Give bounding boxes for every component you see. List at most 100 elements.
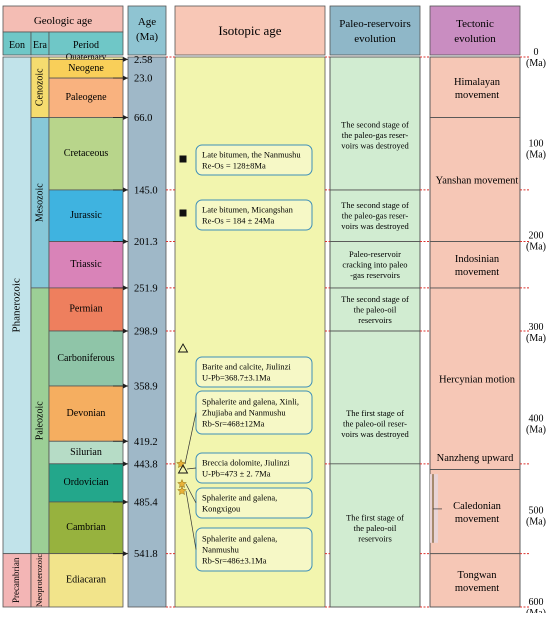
age-arrow-head [123, 551, 128, 557]
isotopic-text: Sphalerite and galena, [202, 493, 277, 503]
axis-tick-unit: (Ma) [526, 58, 546, 69]
period-label: Cambrian [66, 522, 105, 533]
period-label: Ordovician [64, 477, 109, 488]
paleo-text: the paleo-gas reser- [342, 130, 409, 140]
isotopic-connector [185, 483, 197, 504]
period-cell [48, 117, 124, 191]
period-label: Paleogene [65, 92, 107, 103]
axis-tick-unit: (Ma) [526, 425, 546, 436]
axis-tick-label: 300 [529, 322, 544, 333]
isotopic-connector [185, 490, 197, 550]
tectonic-text: movement [455, 583, 499, 594]
isotopic-header-bg [174, 5, 326, 56]
period-label: Neogene [68, 63, 104, 74]
isotopic-text: Nanmushu [202, 545, 240, 555]
eon-label: Precambrian [11, 557, 21, 603]
period-label: Triassic [70, 259, 102, 270]
axis-tick-unit: (Ma) [526, 333, 546, 344]
isotopic-text: U-Pb=473 ± 2. 7Ma [202, 469, 271, 479]
paleo-text: Paleo-reservoir [349, 249, 401, 259]
age-header-bg [127, 5, 167, 56]
period-cell [48, 501, 124, 555]
geologic-age-header-bg [2, 5, 124, 33]
isotopic-connector [186, 467, 197, 470]
isotopic-text: Barite and calcite, Jiulinzi [202, 362, 291, 372]
age-header-line1: Age [138, 16, 156, 28]
paleo-text: The second stage of [341, 200, 409, 210]
period-label: Jurassic [70, 210, 102, 221]
age-header-line2: (Ma) [136, 31, 158, 43]
tectonic-text: movement [455, 267, 499, 278]
triangle-marker-icon [177, 464, 189, 474]
tectonic-column-bg [429, 56, 521, 608]
period-cell [48, 463, 124, 503]
isotopic-header: Isotopic age [218, 23, 281, 38]
age-boundary-label: 298.9 [134, 326, 158, 337]
age-arrow-head [123, 461, 128, 467]
paleo-header-bg [329, 5, 421, 56]
period-header-bg [48, 31, 124, 56]
star-marker-icon [177, 485, 187, 496]
isotopic-text: Re-Os = 184 ± 24Ma [202, 216, 274, 226]
square-marker-icon [179, 209, 187, 217]
period-cell [48, 385, 124, 442]
era-header: Era [33, 40, 47, 51]
tectonic-text: movement [455, 514, 499, 525]
period-column: QuaternaryNeogenePaleogeneCretaceousJura… [48, 52, 124, 608]
triangle-marker-icon [177, 343, 189, 353]
axis-tick-unit: (Ma) [526, 516, 546, 527]
paleo-header-line1: Paleo-reservoirs [339, 18, 410, 30]
isotopic-text: Breccia dolomite, Jiulinzi [202, 458, 290, 468]
age-arrow-head [123, 499, 128, 505]
period-label: Quaternary [66, 52, 107, 62]
axis-tick-label: 100 [529, 139, 544, 150]
age-arrow-head [123, 285, 128, 291]
header-row: Geologic age Eon Era Period Age (Ma) Iso… [2, 5, 521, 56]
paleo-text: cracking into paleo [342, 260, 407, 270]
age-arrow-head [123, 239, 128, 245]
isotopic-connector [184, 412, 197, 465]
age-column: 2.5823.066.0145.0201.3251.9298.9358.9419… [113, 55, 167, 608]
age-boundary-label: 2.58 [134, 55, 152, 66]
isotopic-text: Late bitumen, Micangshan [202, 205, 294, 215]
paleo-text: the paleo-oil [354, 304, 397, 314]
star-marker-icon [176, 458, 186, 469]
paleo-text: The second stage of [341, 119, 409, 129]
tectonic-text: Caledonian [453, 501, 502, 512]
age-boundary-label: 23.0 [134, 74, 152, 85]
age-arrow-head [123, 438, 128, 444]
axis-tick-label: 400 [529, 414, 544, 425]
period-cell [48, 77, 124, 118]
period-cell [48, 330, 124, 387]
isotopic-text: Zhujiaba and Nanmushu [202, 408, 286, 418]
square-marker-icon [179, 155, 187, 163]
age-arrow-head [123, 383, 128, 389]
era-label: Cenozoic [34, 68, 45, 106]
age-arrow-head [123, 187, 128, 193]
paleo-text: the paleo-gas reser- [342, 211, 409, 221]
eon-cell [2, 553, 32, 608]
isotopic-text: U-Pb=368.7±3.1Ma [202, 373, 271, 383]
isotopic-box [195, 144, 313, 176]
isotopic-text: Kongxigou [202, 504, 241, 514]
tectonic-header-line1: Tectonic [456, 18, 494, 30]
tectonic-text: Tongwan [458, 570, 498, 581]
paleo-text: the paleo-oil [354, 523, 397, 533]
period-cell [48, 189, 124, 242]
eon-label: Phanerozoic [11, 278, 23, 332]
paleo-text: The first stage of [346, 408, 404, 418]
age-arrow-head [123, 75, 128, 81]
age-boundary-label: 358.9 [134, 381, 158, 392]
tectonic-text: Himalayan [454, 77, 501, 88]
period-label: Ediacaran [66, 575, 106, 586]
tectonic-header-line2: evolution [454, 33, 496, 45]
isotopic-text: Rb-Sr=468±12Ma [202, 419, 265, 429]
period-label: Permian [69, 304, 102, 315]
isotopic-box [195, 356, 313, 388]
axis-tick-label: 600 [529, 597, 544, 608]
age-arrow-head [123, 56, 128, 62]
age-column-bg [127, 56, 167, 608]
